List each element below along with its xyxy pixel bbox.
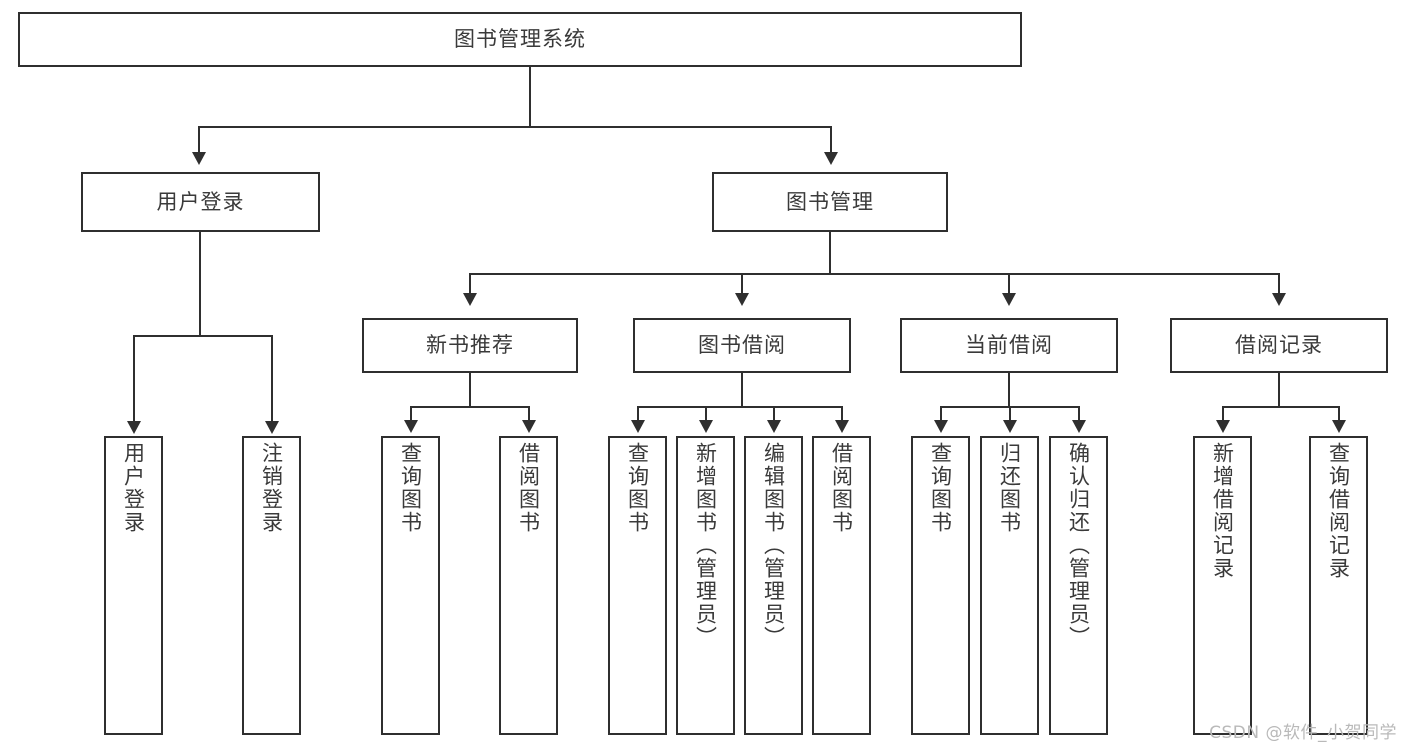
connector-root-to-user-login — [198, 126, 200, 154]
node-new-book-recommend[interactable]: 新书推荐 — [362, 318, 578, 373]
arrowhead-borrow-record — [1272, 293, 1286, 306]
connector-cb-leaf-2 — [1009, 406, 1011, 422]
arrowhead-bb-leaf-4 — [835, 420, 849, 433]
leaf-confirm-return-admin[interactable]: 确认归还（管理员） — [1049, 436, 1108, 735]
node-label: 新书推荐 — [426, 333, 514, 358]
connector-to-new-book — [469, 273, 471, 295]
node-label: 查询图书 — [625, 442, 650, 534]
node-label: 查询借阅记录 — [1326, 442, 1351, 580]
connector-new-book-leaf-2 — [528, 406, 530, 422]
node-label: 确认归还（管理员） — [1066, 442, 1091, 649]
arrowhead-leaf-logout — [265, 421, 279, 434]
connector-br-leaf-2 — [1338, 406, 1340, 422]
arrowhead-br-leaf-1 — [1216, 420, 1230, 433]
arrowhead-cb-leaf-3 — [1072, 420, 1086, 433]
leaf-query-book-borrow[interactable]: 查询图书 — [608, 436, 667, 735]
node-root-system[interactable]: 图书管理系统 — [18, 12, 1022, 67]
leaf-edit-book-admin[interactable]: 编辑图书（管理员） — [744, 436, 803, 735]
connector-bb-leaf-3 — [773, 406, 775, 422]
connector-book-borrow-bus — [637, 406, 843, 408]
node-book-borrow[interactable]: 图书借阅 — [633, 318, 851, 373]
arrowhead-nb-leaf-2 — [522, 420, 536, 433]
node-label: 归还图书 — [997, 442, 1022, 534]
connector-borrow-record-bus — [1222, 406, 1338, 408]
connector-new-book-bus — [410, 406, 528, 408]
connector-br-leaf-1 — [1222, 406, 1224, 422]
node-label: 用户登录 — [156, 189, 245, 214]
connector-to-borrow-record — [1278, 273, 1280, 295]
node-label: 编辑图书（管理员） — [761, 442, 786, 649]
arrowhead-book-mgmt — [824, 152, 838, 165]
connector-user-login-leaf-2 — [271, 335, 273, 423]
node-label: 当前借阅 — [965, 333, 1053, 358]
node-user-login[interactable]: 用户登录 — [81, 172, 320, 232]
arrowhead-user-login — [192, 152, 206, 165]
arrowhead-bb-leaf-2 — [699, 420, 713, 433]
arrowhead-bb-leaf-3 — [767, 420, 781, 433]
connector-new-book-stem — [469, 373, 471, 407]
arrowhead-current-borrow — [1002, 293, 1016, 306]
arrowhead-cb-leaf-1 — [934, 420, 948, 433]
leaf-logout[interactable]: 注销登录 — [242, 436, 301, 735]
connector-bb-leaf-1 — [637, 406, 639, 422]
connector-to-current-borrow — [1008, 273, 1010, 295]
leaf-borrow-book[interactable]: 借阅图书 — [812, 436, 871, 735]
connector-user-login-leaf-1 — [133, 335, 135, 423]
node-label: 图书管理 — [786, 189, 874, 214]
connector-current-borrow-stem — [1008, 373, 1010, 407]
node-borrow-record[interactable]: 借阅记录 — [1170, 318, 1388, 373]
connector-book-mgmt-bus — [469, 273, 1279, 275]
node-current-borrow[interactable]: 当前借阅 — [900, 318, 1118, 373]
arrowhead-new-book — [463, 293, 477, 306]
connector-bb-leaf-4 — [841, 406, 843, 422]
leaf-query-book-recommend[interactable]: 查询图书 — [381, 436, 440, 735]
leaf-query-borrow-record[interactable]: 查询借阅记录 — [1309, 436, 1368, 735]
node-label: 查询图书 — [928, 442, 953, 534]
connector-user-login-stem — [199, 232, 201, 336]
leaf-return-book[interactable]: 归还图书 — [980, 436, 1039, 735]
connector-book-mgmt-stem — [829, 232, 831, 274]
connector-root-to-book-mgmt — [830, 126, 832, 154]
leaf-add-borrow-record[interactable]: 新增借阅记录 — [1193, 436, 1252, 735]
arrowhead-cb-leaf-2 — [1003, 420, 1017, 433]
arrowhead-leaf-user-login — [127, 421, 141, 434]
node-label: 新增图书（管理员） — [693, 442, 718, 649]
node-book-management[interactable]: 图书管理 — [712, 172, 948, 232]
leaf-borrow-book-recommend[interactable]: 借阅图书 — [499, 436, 558, 735]
arrowhead-nb-leaf-1 — [404, 420, 418, 433]
node-label: 图书借阅 — [698, 333, 786, 358]
arrowhead-bb-leaf-1 — [631, 420, 645, 433]
connector-book-borrow-stem — [741, 373, 743, 407]
connector-user-login-bus — [133, 335, 271, 337]
connector-to-book-borrow — [741, 273, 743, 295]
leaf-add-book-admin[interactable]: 新增图书（管理员） — [676, 436, 735, 735]
arrowhead-book-borrow — [735, 293, 749, 306]
node-label: 图书管理系统 — [454, 27, 586, 52]
connector-bb-leaf-2 — [705, 406, 707, 422]
node-label: 注销登录 — [259, 442, 284, 534]
connector-new-book-leaf-1 — [410, 406, 412, 422]
connector-root-bus — [198, 126, 832, 128]
leaf-query-book-current[interactable]: 查询图书 — [911, 436, 970, 735]
connector-cb-leaf-1 — [940, 406, 942, 422]
node-label: 查询图书 — [398, 442, 423, 534]
node-label: 借阅图书 — [829, 442, 854, 534]
connector-cb-leaf-3 — [1078, 406, 1080, 422]
arrowhead-br-leaf-2 — [1332, 420, 1346, 433]
node-label: 借阅记录 — [1235, 333, 1323, 358]
node-label: 新增借阅记录 — [1210, 442, 1235, 580]
node-label: 用户登录 — [121, 442, 146, 534]
connector-borrow-record-stem — [1278, 373, 1280, 407]
leaf-user-login[interactable]: 用户登录 — [104, 436, 163, 735]
node-label: 借阅图书 — [516, 442, 541, 534]
connector-root-stem — [529, 67, 531, 127]
